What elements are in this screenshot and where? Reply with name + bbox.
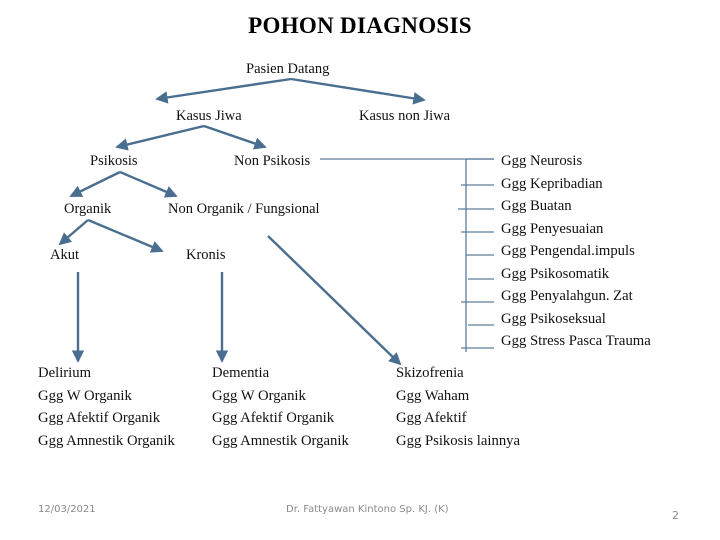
node-pasien-datang: Pasien Datang bbox=[246, 61, 330, 77]
edge-psikosis-to-organik bbox=[69, 170, 121, 198]
list-item: Ggg Buatan bbox=[501, 198, 572, 214]
list-item: Ggg Neurosis bbox=[501, 153, 583, 169]
list-item: Ggg Afektif Organik bbox=[38, 410, 161, 426]
neurosis-comb bbox=[320, 158, 494, 352]
node-non-psikosis: Non Psikosis bbox=[234, 153, 311, 169]
list-item: Ggg Waham bbox=[396, 387, 470, 404]
list-item: Ggg Afektif Organik bbox=[212, 410, 335, 426]
edge-nonorganik-to-skizofrenia bbox=[267, 235, 402, 366]
edge-kasusjiwa-to-nonpsikosis bbox=[203, 124, 267, 150]
list-item: Ggg Amnestik Organik bbox=[38, 432, 175, 449]
list-item: Ggg Psikoseksual bbox=[501, 310, 606, 327]
list-item: Ggg Penyesuaian bbox=[501, 220, 604, 237]
bottom-column-skizofrenia: Skizofrenia Ggg Waham Ggg Afektif Ggg Ps… bbox=[396, 362, 520, 452]
list-item: Ggg Kepribadian bbox=[501, 175, 603, 192]
column-heading: Delirium bbox=[38, 365, 92, 381]
list-item: Ggg Amnestik Organik bbox=[212, 432, 349, 449]
list-item: Ggg Psikosomatik bbox=[501, 265, 610, 282]
footer-date: 12/03/2021 bbox=[38, 504, 96, 515]
page-title: POHON DIAGNOSIS bbox=[248, 13, 472, 38]
node-akut: Akut bbox=[50, 247, 79, 263]
footer-page-number: 2 bbox=[672, 509, 679, 522]
edge-kasusjiwa-to-psikosis bbox=[115, 124, 205, 151]
node-kasus-non-jiwa: Kasus non Jiwa bbox=[359, 108, 451, 124]
column-heading: Dementia bbox=[212, 365, 270, 381]
list-item: Ggg Afektif bbox=[396, 410, 467, 426]
bottom-column-delirium: Delirium Ggg W Organik Ggg Afektif Organ… bbox=[38, 362, 175, 452]
node-non-organik-fungsional: Non Organik / Fungsional bbox=[168, 201, 320, 217]
list-item: Ggg W Organik bbox=[38, 387, 132, 404]
neurosis-list: Ggg Neurosis Ggg Kepribadian Ggg Buatan … bbox=[501, 150, 651, 353]
list-item: Ggg Psikosis lainnya bbox=[396, 432, 521, 449]
bottom-column-dementia: Dementia Ggg W Organik Ggg Afektif Organ… bbox=[212, 362, 349, 452]
node-psikosis: Psikosis bbox=[90, 153, 138, 169]
node-kasus-jiwa: Kasus Jiwa bbox=[176, 108, 242, 124]
list-item: Ggg W Organik bbox=[212, 387, 306, 404]
list-item: Ggg Stress Pasca Trauma bbox=[501, 333, 651, 349]
edge-psikosis-to-nonorganik bbox=[119, 170, 178, 198]
column-heading: Skizofrenia bbox=[396, 365, 464, 381]
node-organik: Organik bbox=[64, 201, 112, 217]
node-kronis: Kronis bbox=[186, 247, 226, 263]
edge-pasien-to-kasus-non-jiwa bbox=[290, 77, 426, 105]
footer-author: Dr. Fattyawan Kintono Sp. KJ. (K) bbox=[286, 504, 449, 515]
edge-pasien-to-kasus-jiwa bbox=[155, 77, 292, 104]
list-item: Ggg Penyalahgun. Zat bbox=[501, 288, 633, 304]
edge-organik-to-kronis bbox=[87, 218, 164, 253]
list-item: Ggg Pengendal.impuls bbox=[501, 243, 635, 259]
edge-organik-to-akut bbox=[58, 219, 89, 246]
